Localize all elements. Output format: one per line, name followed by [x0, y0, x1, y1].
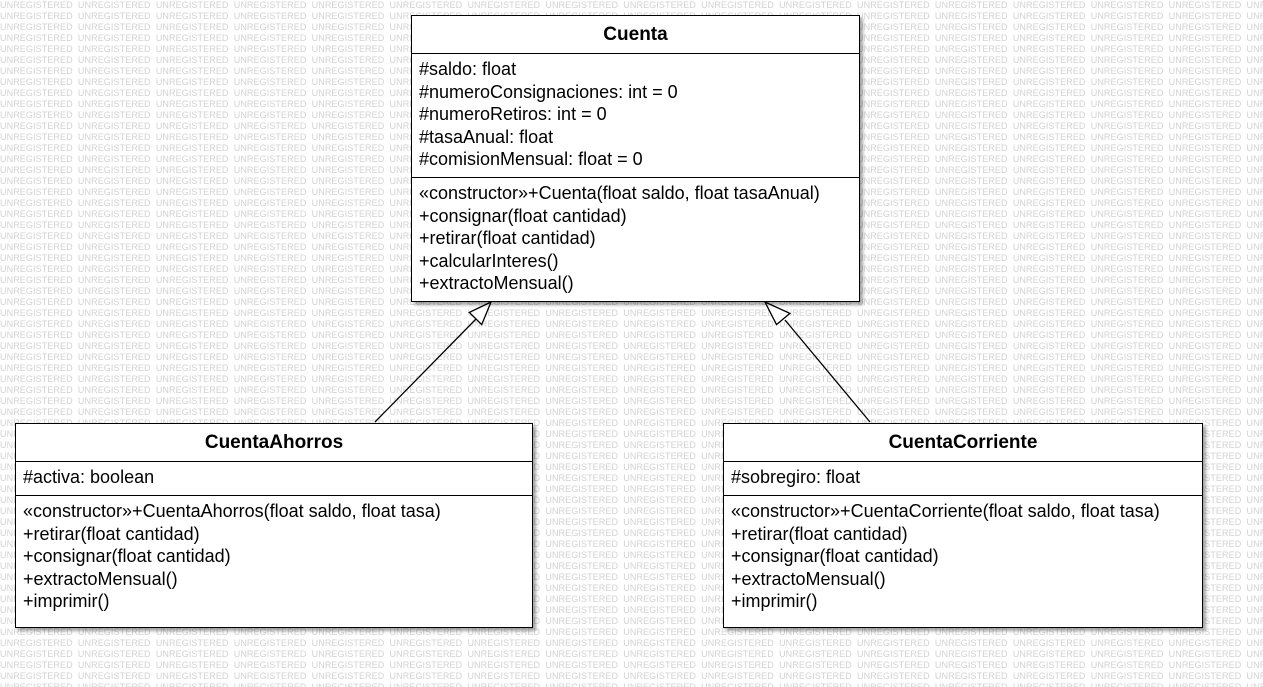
operations-compartment: «constructor»+Cuenta(float saldo, float … [412, 178, 859, 299]
operation: +extractoMensual() [23, 568, 178, 589]
operation: +consignar(float cantidad) [23, 546, 231, 566]
generalization-line [374, 318, 477, 423]
attribute: #numeroRetiros: int = 0 [419, 104, 607, 124]
operations-compartment: «constructor»+CuentaAhorros(float saldo,… [16, 496, 532, 617]
operation: +imprimir() [731, 591, 818, 611]
operation: +imprimir() [23, 591, 110, 611]
attribute: #tasaAnual: float [419, 126, 554, 147]
generalization-arrowhead [468, 300, 493, 326]
operation: +retirar(float cantidad) [23, 523, 200, 544]
attributes-compartment: #saldo: float #numeroConsignaciones: int… [412, 54, 859, 178]
generalization-arrowhead [763, 300, 792, 326]
generalization-line [784, 319, 871, 423]
operation: +retirar(float cantidad) [731, 523, 908, 544]
attribute: #numeroConsignaciones: int = 0 [419, 81, 678, 102]
attributes-compartment: #activa: boolean [16, 462, 532, 496]
operation: +consignar(float cantidad) [731, 546, 939, 566]
operation: +consignar(float cantidad) [419, 205, 627, 226]
operation: +retirar(float cantidad) [419, 228, 596, 248]
operation: +extractoMensual() [419, 273, 574, 293]
operation: «constructor»+Cuenta(float saldo, float … [419, 183, 820, 203]
operations-compartment: «constructor»+CuentaCorriente(float sald… [724, 496, 1202, 617]
class-name: CuentaCorriente [724, 424, 1202, 462]
class-name: CuentaAhorros [16, 424, 532, 462]
attribute: #sobregiro: float [731, 467, 861, 487]
attribute: #activa: boolean [23, 467, 155, 487]
attribute: #comisionMensual: float = 0 [419, 149, 643, 169]
generalization-cuentaahorros-to-cuenta[interactable] [374, 300, 493, 423]
class-cuenta[interactable]: Cuenta #saldo: float #numeroConsignacion… [411, 15, 860, 302]
operation: «constructor»+CuentaCorriente(float sald… [731, 501, 1160, 521]
class-cuentaahorros[interactable]: CuentaAhorros #activa: boolean «construc… [15, 423, 533, 628]
attribute: #saldo: float [419, 59, 517, 79]
operation: +extractoMensual() [731, 568, 886, 589]
class-cuentacorriente[interactable]: CuentaCorriente #sobregiro: float «const… [723, 423, 1203, 628]
attributes-compartment: #sobregiro: float [724, 462, 1202, 496]
operation: «constructor»+CuentaAhorros(float saldo,… [23, 501, 441, 521]
class-name: Cuenta [412, 16, 859, 54]
generalization-cuentacorriente-to-cuenta[interactable] [763, 300, 871, 423]
operation: +calcularInteres() [419, 250, 559, 271]
